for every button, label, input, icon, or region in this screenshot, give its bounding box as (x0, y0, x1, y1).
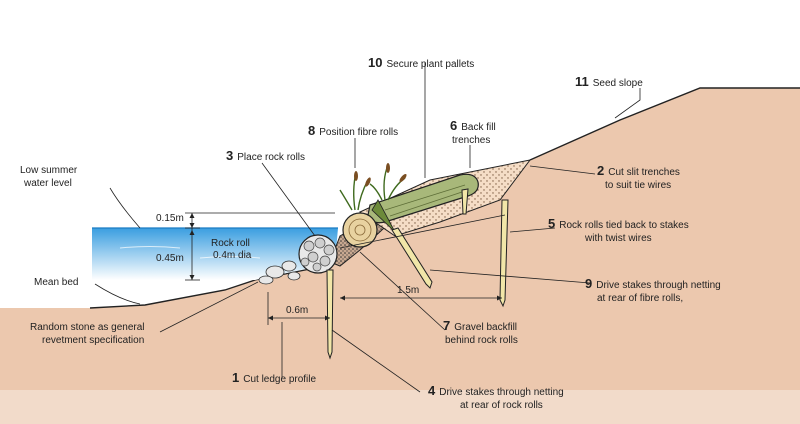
plant-seedheads (354, 163, 407, 187)
slope-line (529, 87, 800, 161)
water-ripples (119, 246, 261, 259)
fibre-roll-texture (384, 184, 469, 217)
soil-fade (0, 390, 800, 424)
fibre-roll-end (342, 212, 378, 248)
rock-roll-stones (300, 237, 335, 272)
twist-wire (339, 214, 506, 249)
fibre-roll-ring (348, 218, 372, 242)
step5-line2: with twist wires (584, 233, 652, 244)
stake-fibre-rear (499, 199, 509, 308)
dim-06: 0.6m (286, 305, 308, 316)
random-stones (258, 260, 301, 285)
stakes (326, 188, 509, 360)
step9-line2: at rear of fibre rolls, (597, 293, 683, 304)
low-summer-line1: Low summer (20, 165, 78, 176)
rock-roll-line2: 0.4m dia (213, 250, 252, 261)
dimension-lines (185, 212, 502, 325)
stake-small (461, 188, 469, 215)
plant-pallet (371, 199, 396, 233)
mean-bed-label: Mean bed (34, 277, 78, 288)
dimension-arrows (189, 213, 502, 321)
soil-bank (0, 88, 800, 424)
step2-line2: to suit tie wires (605, 180, 671, 191)
step6-line2: trenches (452, 135, 490, 146)
fibre-roll-core (354, 224, 366, 236)
dim-045: 0.45m (156, 253, 184, 264)
stake-fibre-front (391, 227, 433, 289)
rock-roll-line1: Rock roll (211, 238, 250, 249)
random-stone-line1: Random stone as general (30, 322, 145, 333)
step4-line2: at rear of rock rolls (460, 400, 543, 411)
leader-lines (94, 62, 641, 393)
dim-015: 0.15m (156, 213, 184, 224)
dim-15: 1.5m (397, 285, 419, 296)
stake-rock-roll (326, 269, 334, 360)
random-stone-line2: revetment specification (42, 335, 144, 346)
low-summer-line2: water level (23, 178, 72, 189)
step7-line2: behind rock rolls (445, 335, 518, 346)
